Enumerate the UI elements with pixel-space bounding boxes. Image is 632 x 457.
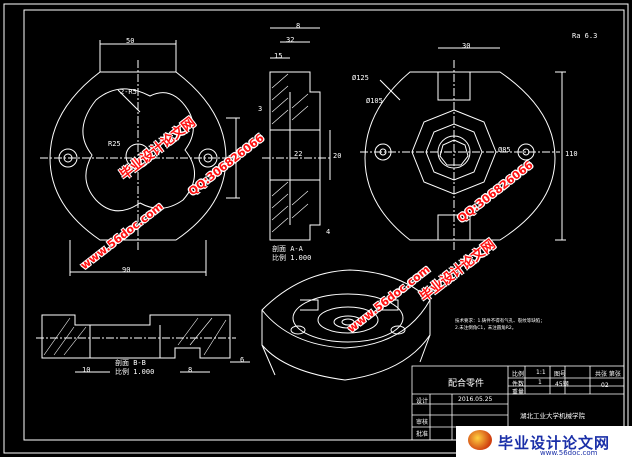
globe-logo-icon bbox=[468, 430, 492, 450]
isometric-view bbox=[261, 269, 431, 381]
title-drawing-no-label: 图号 bbox=[554, 371, 567, 378]
title-qty-label: 件数 bbox=[512, 381, 525, 388]
dim-section-bottom: 4 bbox=[326, 228, 331, 236]
dim-right-mid: Ø85 bbox=[498, 146, 511, 154]
section-bb-view bbox=[36, 314, 250, 373]
title-designer-label: 设计 bbox=[416, 398, 429, 405]
dim-bottom-left-width: 90 bbox=[122, 266, 131, 274]
title-school: 湖北工业大学机械学院 bbox=[520, 412, 585, 420]
section-aa-caption: 剖面 A-A bbox=[272, 245, 303, 253]
dim-left-r: R25 bbox=[108, 140, 121, 148]
section-aa-scale: 比例 1.000 bbox=[272, 254, 312, 262]
footer-url: www.56doc.com bbox=[540, 449, 598, 457]
dim-right-d105: Ø105 bbox=[366, 97, 383, 105]
title-date-value: 2016.05.25 bbox=[458, 396, 493, 403]
title-checker-label: 审核 bbox=[416, 419, 429, 426]
dim-section-top-1: 8 bbox=[296, 22, 301, 30]
dim-section-a: 3 bbox=[258, 105, 263, 113]
footer-brand: 毕业设计论文网 bbox=[498, 434, 611, 452]
notes-line-2: 2.未注倒角C1，未注圆角R2。 bbox=[455, 326, 517, 331]
dim-section-right: 20 bbox=[333, 152, 342, 160]
title-sheet-value: 02 bbox=[601, 382, 609, 389]
right-view bbox=[360, 47, 566, 250]
dim-right-top: 30 bbox=[462, 42, 471, 50]
dim-angle-note: 2-R5 bbox=[120, 88, 137, 96]
dim-section-top-3: 15 bbox=[274, 52, 283, 60]
title-scale-label: 比例 bbox=[512, 371, 525, 378]
section-bb-caption: 剖面 B-B bbox=[115, 359, 146, 367]
dim-section-top-2: 32 bbox=[286, 36, 295, 44]
left-top-view bbox=[40, 40, 240, 276]
title-part-name: 配合零件 bbox=[448, 379, 485, 389]
notes-line-1: 技术要求：1.铸件不得有气孔、裂纹等缺陷； bbox=[455, 319, 545, 324]
dim-section-mid: 22 bbox=[294, 150, 303, 158]
dim-right-d125: Ø125 bbox=[352, 74, 369, 82]
section-aa-view bbox=[262, 27, 331, 241]
dim-bb-right: 6 bbox=[240, 356, 245, 364]
technical-notes: 技术要求：1.铸件不得有气孔、裂纹等缺陷； 2.未注倒角C1，未注圆角R2。 bbox=[455, 318, 545, 332]
section-bb-scale: 比例 1.000 bbox=[115, 368, 155, 376]
outer-frame bbox=[3, 3, 629, 454]
roughness-label: Ra 6.3 bbox=[572, 32, 598, 40]
inner-frame bbox=[23, 9, 625, 441]
title-approver-label: 批准 bbox=[416, 431, 429, 438]
title-material-value: 45钢 bbox=[555, 381, 569, 388]
title-sheet-label: 共张 第张 bbox=[595, 371, 621, 378]
dim-bb-left: 10 bbox=[82, 366, 91, 374]
dim-left-height: 22 bbox=[228, 154, 237, 162]
title-scale-value: 1:1 bbox=[536, 369, 546, 376]
title-qty-value: 1 bbox=[538, 379, 542, 386]
dim-top-left-width: 50 bbox=[126, 37, 135, 45]
dim-right-height: 110 bbox=[565, 150, 578, 158]
title-weight-label: 重量 bbox=[512, 389, 525, 396]
dim-bb-mid: 8 bbox=[188, 366, 193, 374]
